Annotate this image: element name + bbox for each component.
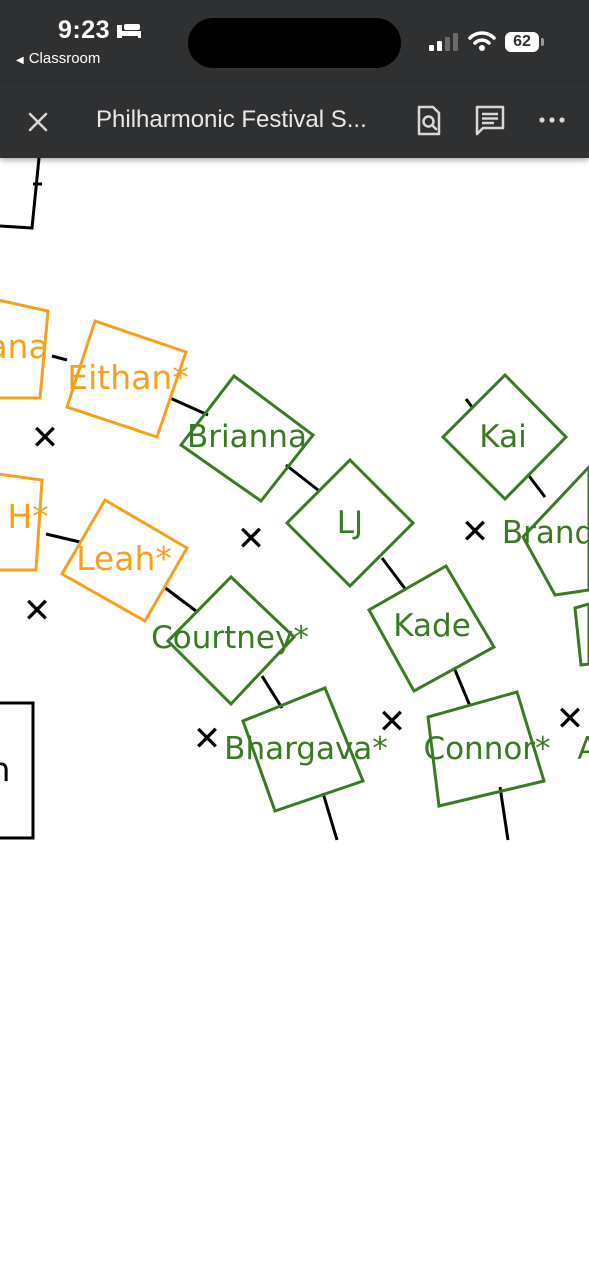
comments-icon[interactable] <box>474 104 506 138</box>
connector-line <box>321 792 339 841</box>
status-time: 9:23 <box>58 16 111 44</box>
green-node-shape <box>178 373 316 504</box>
black-connector-top <box>0 158 42 230</box>
green-node-shape <box>241 686 365 813</box>
black-node-label: h <box>0 750 10 789</box>
green-node-shape <box>573 602 589 667</box>
connector-line <box>285 463 319 492</box>
green-node-shape <box>426 690 546 808</box>
orange-node-label: Eithan* <box>67 358 189 397</box>
orange-node-shape <box>59 497 190 624</box>
green-node-label: Connor* <box>423 731 550 767</box>
back-app-label: Classroom <box>28 50 101 67</box>
green-node-label-partial: A <box>577 731 589 767</box>
bed-icon <box>117 24 141 38</box>
document-title: Philharmonic Festival S... <box>96 106 367 133</box>
orange-node-label: H* <box>7 497 48 536</box>
green-node-label: Bhargava* <box>224 731 388 767</box>
orange-node-label: ana <box>0 327 49 366</box>
status-bar: 9:23 ◀ Classroom 62 <box>0 0 589 82</box>
connector-line <box>498 786 510 841</box>
connector-line <box>169 396 209 417</box>
battery-nub <box>541 38 544 46</box>
orange-node-shape <box>0 298 50 400</box>
orange-node-label: Leah* <box>76 539 172 578</box>
back-triangle-icon: ◀ <box>16 55 24 66</box>
document-diagram: ✕ ✕ ✕ ✕ ✕ ✕ ✕ ana Eithan* H* Leah* Brian… <box>0 158 589 841</box>
x-marker: ✕ <box>556 699 585 739</box>
connector-line <box>380 557 408 591</box>
black-node-h <box>0 701 35 840</box>
connector-line <box>453 669 472 707</box>
connector-line <box>51 354 68 362</box>
connector-line <box>163 585 197 613</box>
connector-line <box>464 398 474 408</box>
x-marker: ✕ <box>461 512 490 552</box>
more-horizontal-icon[interactable] <box>536 110 568 130</box>
connector-line <box>45 532 81 544</box>
x-marker: ✕ <box>378 702 407 742</box>
green-node-shape <box>440 372 569 502</box>
green-node-label: LJ <box>337 505 363 541</box>
green-node-shape <box>284 457 416 589</box>
x-marker: ✕ <box>23 591 52 631</box>
green-node-label: Courtney* <box>151 620 309 656</box>
x-marker: ✕ <box>31 418 60 458</box>
connector-line <box>527 475 547 498</box>
x-marker: ✕ <box>237 519 266 559</box>
dynamic-island <box>188 18 401 68</box>
signal-icon <box>429 33 458 51</box>
orange-node-shape <box>0 472 44 572</box>
green-node-shape <box>521 464 589 597</box>
close-icon[interactable] <box>22 106 54 138</box>
x-marker: ✕ <box>193 719 222 759</box>
green-node-label: Kade <box>393 608 471 644</box>
connector-line <box>260 675 284 709</box>
green-node-shape <box>366 563 497 694</box>
green-node-label: Kai <box>479 419 526 455</box>
document-toolbar: Philharmonic Festival S... <box>0 82 589 158</box>
find-in-page-icon[interactable] <box>413 104 445 138</box>
green-node-shape <box>165 574 297 707</box>
back-to-app-link[interactable]: ◀ Classroom <box>16 50 100 67</box>
battery-indicator: 62 <box>505 32 539 52</box>
wifi-icon <box>468 31 496 51</box>
green-node-label: Brand <box>502 515 589 551</box>
green-node-label: Brianna <box>187 419 307 455</box>
orange-node-shape <box>65 319 188 439</box>
